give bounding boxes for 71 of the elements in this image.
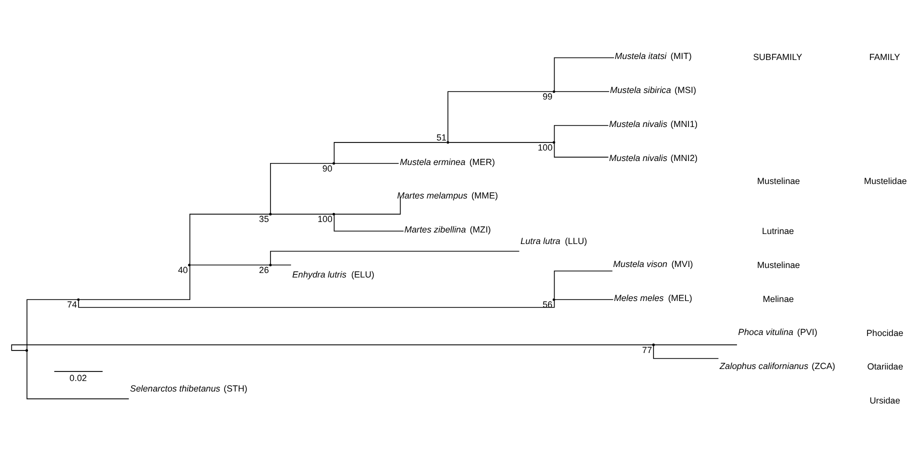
node-label: 100: [538, 142, 553, 152]
node-point: [446, 140, 450, 144]
node-text: Martes zibellina (MZI): [404, 224, 491, 234]
node-label: 26: [259, 264, 269, 274]
connector: [11, 344, 653, 350]
node-text: Mustela erminea (MER): [400, 156, 495, 166]
connector: [78, 300, 555, 308]
connector: [334, 196, 401, 214]
label: Phocidae: [866, 327, 904, 338]
node-text: Enhydra lutris (ELU): [292, 269, 374, 280]
connector: [334, 214, 404, 232]
node-text: Selenarctos thibetanus (STH): [130, 382, 248, 393]
node-text: Mustela nivalis (MNI2): [609, 152, 698, 162]
node-label: 90: [322, 162, 332, 173]
label: Ursidae: [870, 395, 900, 406]
connector: [189, 213, 270, 264]
node-label: 77: [642, 344, 652, 354]
node-text: Mustela itatsi (MIT): [614, 50, 692, 61]
label: Mustelidae: [864, 176, 907, 186]
node-point: [188, 263, 191, 266]
connector: [334, 162, 400, 164]
node-point: [652, 343, 655, 346]
node-point: [552, 298, 556, 300]
node-text: Zalophus californianus (ZCA): [720, 360, 836, 370]
label: Mustelinae: [757, 176, 800, 186]
node-text: Mustela vison (MVI): [613, 258, 693, 269]
node-text: Mustela nivalis (MNI1): [609, 118, 698, 128]
node-point: [25, 348, 28, 352]
connector: [79, 264, 190, 300]
label: Mustelinae: [757, 260, 800, 270]
node-point: [332, 162, 336, 164]
node-text: Lutra lutra (LLU): [520, 235, 588, 246]
connector: [554, 142, 609, 158]
connector: [653, 344, 719, 358]
node-label: 40: [178, 264, 188, 274]
node-label: 51: [436, 132, 446, 142]
connector: [26, 350, 130, 399]
label: Lutrinae: [762, 226, 794, 236]
node-label: 100: [318, 214, 332, 224]
node-text: Martes melampus (MME): [397, 190, 498, 200]
node-label: 99: [542, 91, 552, 102]
label: 0.02: [70, 372, 87, 382]
label: Melinae: [762, 293, 794, 304]
node-text: Phoca vitulina (PVI): [738, 326, 818, 336]
node-label: 74: [67, 299, 77, 310]
connector: [334, 142, 448, 162]
connector: [447, 90, 554, 142]
node-point: [269, 212, 272, 215]
connector: [270, 162, 334, 214]
label: Otariidae: [867, 361, 904, 372]
node-point: [552, 140, 556, 144]
node-label: 35: [259, 214, 269, 224]
label: FAMILY: [869, 52, 900, 62]
connector: [554, 298, 614, 300]
connector: [554, 56, 614, 91]
connector: [26, 298, 78, 350]
connector: [554, 90, 610, 92]
connector: [654, 344, 738, 345]
node-point: [332, 212, 336, 215]
connector: [554, 124, 609, 142]
node-point: [77, 298, 80, 300]
connector: [270, 250, 520, 264]
label: SUBFAMILY: [753, 52, 802, 62]
connector: [190, 264, 270, 265]
connector: [270, 264, 292, 265]
node-text: Meles meles (MEL): [614, 292, 692, 303]
connector: [554, 270, 613, 298]
connector: [270, 213, 334, 214]
node-point: [552, 90, 556, 92]
node-text: Mustela sibirica (MSI): [610, 84, 696, 95]
node-point: [269, 263, 272, 266]
